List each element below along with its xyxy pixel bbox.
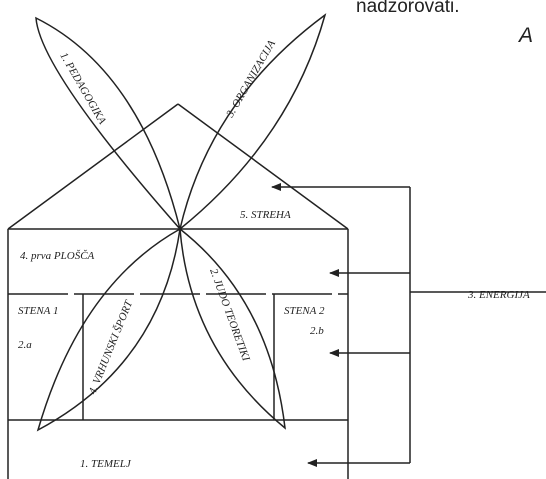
petal-organizacija [178,13,327,231]
label-organizacija: 3. ORGANIZACIJA [224,38,278,120]
label-roof: 5. STREHA [240,209,291,221]
label-judo-teoretiki: 2. JUDO TEORETIKI [207,267,252,364]
label-pedagogika: 1. PEDAGOGIKA [57,51,108,127]
petal-vrhunski-sport [36,227,181,432]
label-wall-right: STENA 2 [284,305,325,317]
label-wall-left-sub: 2.a [18,339,32,351]
petal-judo-teoretiki [179,227,286,430]
roof-right-edge [177,103,349,230]
label-energy: 3. ENERGIJA [467,289,530,301]
label-wall-left: STENA 1 [18,305,58,317]
clipped-text-top: nadzorovati. [356,0,460,17]
label-first-floor: 4. prva PLOŠČA [20,250,95,262]
clipped-letter-a: A [519,24,534,47]
roof-left-edge [7,103,179,230]
label-wall-right-sub: 2.b [310,325,324,337]
petal-pedagogika [35,16,181,230]
label-foundation: 1. TEMELJ [80,458,132,470]
label-vrhunski-sport: 4. VRHUNSKI ŠPORT [87,298,136,396]
